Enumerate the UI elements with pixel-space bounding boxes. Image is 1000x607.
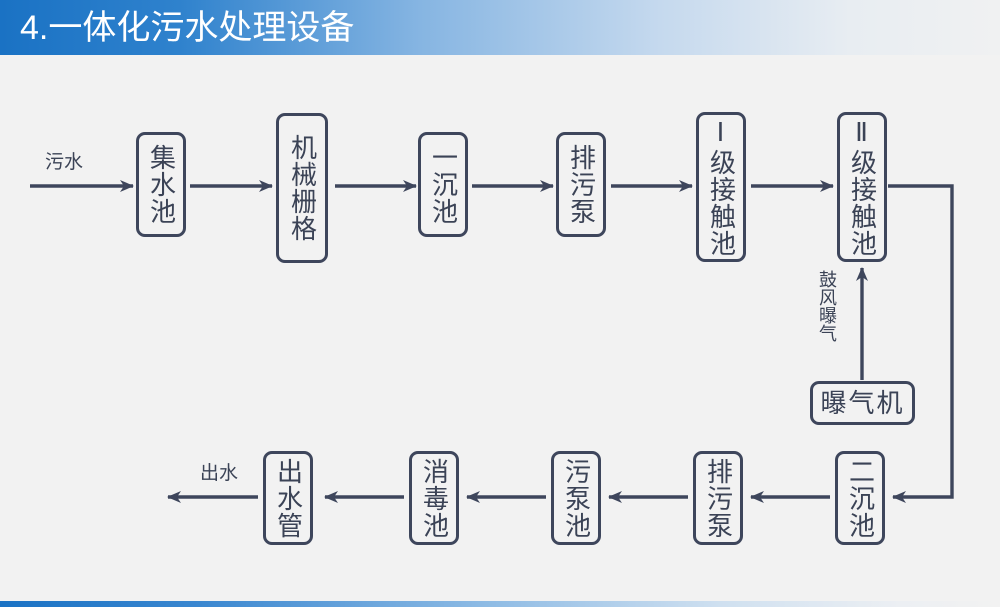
node-label: Ⅱ级接触池 <box>847 117 878 257</box>
header-bar: 4.一体化污水处理设备 <box>0 0 1000 55</box>
node-label: 排污泵 <box>566 144 597 225</box>
page-title: 4.一体化污水处理设备 <box>20 8 355 47</box>
connector-layer <box>30 180 954 503</box>
node-paiwubeng-bottom[interactable]: 排污泵 <box>693 451 743 545</box>
node-label: 机械栅格 <box>287 134 318 242</box>
edge-jiechuchi2-erchenchi <box>888 184 954 503</box>
node-label: 集水池 <box>146 144 177 225</box>
label-inlet: 污水 <box>45 152 84 173</box>
node-label: 一沉池 <box>428 144 459 225</box>
node-label: 二沉池 <box>845 457 876 539</box>
node-chushuiguan[interactable]: 出水管 <box>263 451 313 545</box>
flowchart-canvas: 集水池 机械栅格 一沉池 排污泵 Ⅰ级接触池 Ⅱ级接触池 曝气机 二沉池 排污泵… <box>0 55 1000 601</box>
label-outlet: 出水 <box>200 463 239 484</box>
node-jiechuchi-level1[interactable]: Ⅰ级接触池 <box>696 112 746 262</box>
node-xiaoduchi[interactable]: 消毒池 <box>409 451 459 545</box>
node-yichenchi[interactable]: 一沉池 <box>418 132 468 237</box>
node-label: 污泵池 <box>561 457 592 539</box>
node-label: 曝气机 <box>820 388 905 418</box>
node-jiechuchi-level2[interactable]: Ⅱ级接触池 <box>837 112 887 262</box>
footer-accent-bar <box>0 601 1000 607</box>
node-paiwubeng-top[interactable]: 排污泵 <box>556 132 606 237</box>
node-baoqiji[interactable]: 曝气机 <box>810 381 915 425</box>
node-label: 出水管 <box>273 457 304 539</box>
node-wubengchi[interactable]: 污泵池 <box>551 451 601 545</box>
label-aeration: 鼓风曝气 <box>817 270 837 342</box>
node-erchenchi[interactable]: 二沉池 <box>835 451 885 545</box>
node-label: 排污泵 <box>703 457 734 539</box>
node-jishuichi[interactable]: 集水池 <box>136 132 186 237</box>
node-label: Ⅰ级接触池 <box>706 117 737 257</box>
node-jixieshange[interactable]: 机械栅格 <box>276 113 328 263</box>
node-label: 消毒池 <box>419 457 450 539</box>
